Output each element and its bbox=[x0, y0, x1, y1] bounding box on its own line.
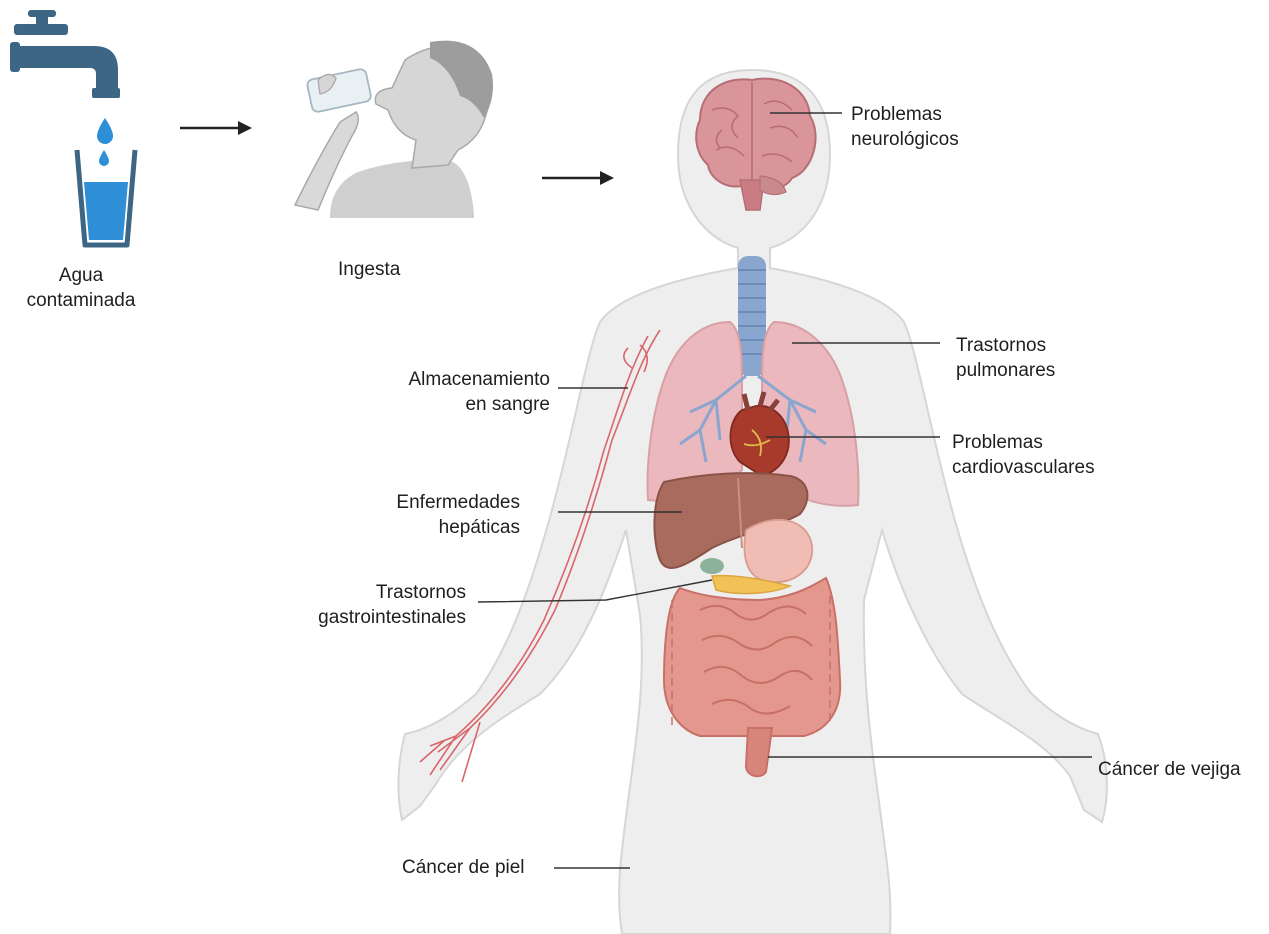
bladder-cancer-label: Cáncer de vejiga bbox=[1098, 757, 1241, 782]
label-line: Trastornos bbox=[240, 580, 466, 605]
label-line: Cáncer de piel bbox=[402, 855, 525, 880]
blood-storage-label: Almacenamiento en sangre bbox=[320, 367, 550, 417]
faucet-icon bbox=[10, 10, 120, 98]
label-line: hepáticas bbox=[320, 515, 520, 540]
label-line: pulmonares bbox=[956, 358, 1055, 383]
water-drop-small-icon bbox=[99, 150, 109, 166]
label-line: Trastornos bbox=[956, 333, 1055, 358]
label-line: Agua bbox=[0, 263, 162, 288]
label-line: neurológicos bbox=[851, 127, 959, 152]
label-line: en sangre bbox=[320, 392, 550, 417]
contaminated-water-label: Agua contaminada bbox=[0, 263, 162, 313]
arrow-icon bbox=[542, 171, 614, 185]
ingestion-label: Ingesta bbox=[338, 257, 400, 282]
label-line: Ingesta bbox=[338, 257, 400, 282]
label-line: contaminada bbox=[0, 288, 162, 313]
label-line: Problemas bbox=[952, 430, 1095, 455]
label-line: Problemas bbox=[851, 102, 959, 127]
cardiovascular-problems-label: Problemas cardiovasculares bbox=[952, 430, 1095, 480]
label-line: Enfermedades bbox=[320, 490, 520, 515]
gastrointestinal-disorders-label: Trastornos gastrointestinales bbox=[240, 580, 466, 630]
person-drinking-icon bbox=[295, 41, 493, 218]
liver-diseases-label: Enfermedades hepáticas bbox=[320, 490, 520, 540]
arrow-icon bbox=[180, 121, 252, 135]
skin-cancer-label: Cáncer de piel bbox=[402, 855, 525, 880]
pulmonary-disorders-label: Trastornos pulmonares bbox=[956, 333, 1055, 383]
label-line: cardiovasculares bbox=[952, 455, 1095, 480]
neurological-problems-label: Problemas neurológicos bbox=[851, 102, 959, 152]
water-drop-icon bbox=[97, 118, 113, 144]
label-line: Almacenamiento bbox=[320, 367, 550, 392]
label-line: Cáncer de vejiga bbox=[1098, 757, 1241, 782]
label-line: gastrointestinales bbox=[240, 605, 466, 630]
